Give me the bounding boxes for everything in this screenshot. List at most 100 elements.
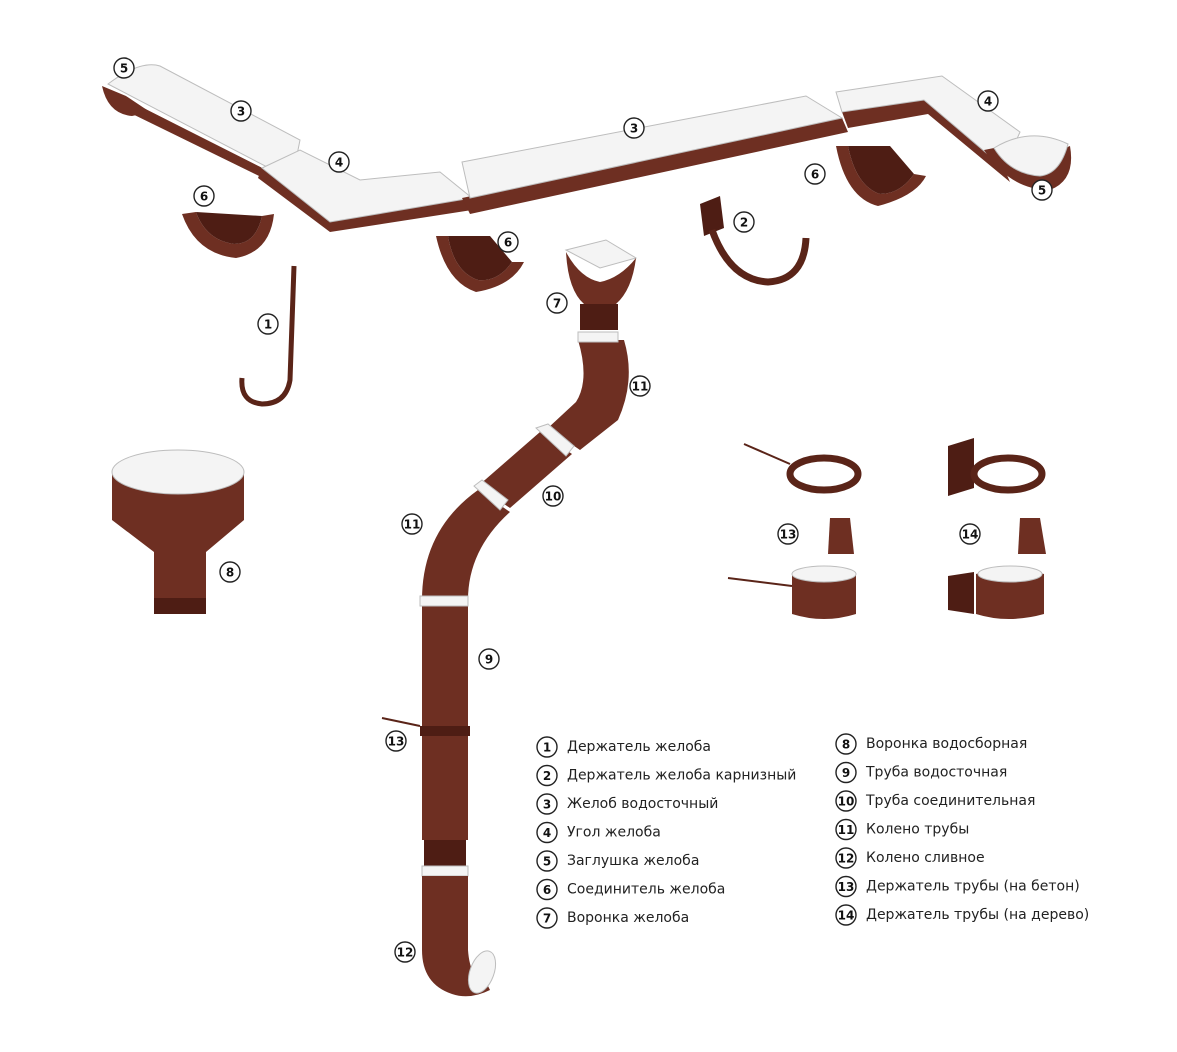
callout-8: 8 (219, 561, 241, 583)
legend-item-1: 1 Держатель желоба (536, 736, 711, 758)
svg-text:3: 3 (630, 122, 638, 136)
svg-text:4: 4 (984, 95, 992, 109)
gutter-funnel (564, 239, 638, 269)
gutter-corner-left (258, 168, 472, 232)
svg-text:Колено трубы: Колено трубы (866, 822, 969, 838)
downpipe-main (422, 600, 468, 840)
svg-text:1: 1 (264, 318, 272, 332)
callout-6: 6 (804, 163, 826, 185)
legend-left: 1 Держатель желоба 2 Держатель желоба карни… (536, 736, 796, 929)
svg-text:12: 12 (838, 852, 855, 866)
svg-text:9: 9 (485, 653, 493, 667)
callout-14: 14 (959, 523, 981, 545)
callout-11: 11 (629, 375, 651, 397)
collector-funnel (111, 449, 245, 614)
legend: 1 Держатель желоба 2 Держатель желоба карни… (536, 733, 1089, 929)
callout-5: 5 (113, 57, 135, 79)
callout-1: 1 (257, 313, 279, 335)
svg-text:Держатель желоба карнизный: Держатель желоба карнизный (567, 768, 796, 784)
svg-text:13: 13 (780, 528, 797, 542)
gutter-end-left (102, 86, 150, 116)
svg-text:13: 13 (838, 880, 855, 894)
gutter-bracket-fascia (700, 196, 810, 286)
legend-item-3: 3 Желоб водосточный (536, 793, 718, 815)
legend-item-2: 2 Держатель желоба карнизный (536, 764, 796, 787)
svg-text:5: 5 (120, 62, 128, 76)
gutter-connectors (182, 146, 926, 292)
svg-text:6: 6 (543, 883, 551, 897)
svg-text:2: 2 (740, 216, 748, 230)
legend-item-12: 12 Колено сливное (835, 847, 985, 869)
pipe-holder-concrete (727, 443, 862, 619)
svg-text:6: 6 (504, 236, 512, 250)
svg-text:Воронка водосборная: Воронка водосборная (866, 736, 1027, 752)
gutter-corner-right (842, 100, 1010, 182)
legend-item-11: 11 Колено трубы (835, 818, 969, 841)
legend-item-13: 13 Держатель трубы (на бетон) (835, 875, 1080, 898)
callout-4: 4 (328, 151, 350, 173)
svg-text:Желоб водосточный: Желоб водосточный (567, 796, 718, 812)
gutter-hook-long (239, 265, 297, 407)
callout-12: 12 (394, 941, 416, 963)
callout-7: 7 (546, 292, 568, 314)
svg-text:7: 7 (553, 297, 561, 311)
callout-4: 4 (977, 90, 999, 112)
svg-text:13: 13 (388, 735, 405, 749)
legend-item-14: 14 Держатель трубы (на дерево) (835, 904, 1089, 926)
svg-text:Угол желоба: Угол желоба (567, 825, 661, 841)
svg-text:3: 3 (237, 105, 245, 119)
gutter-section-left (104, 88, 300, 196)
callout-13: 13 (777, 523, 799, 545)
svg-text:2: 2 (543, 769, 551, 783)
svg-text:8: 8 (226, 566, 234, 580)
svg-text:4: 4 (543, 826, 551, 840)
gutter-section-main (462, 118, 848, 214)
gutter-run (102, 64, 1072, 232)
svg-text:6: 6 (811, 168, 819, 182)
connector-left (182, 212, 274, 258)
svg-text:14: 14 (962, 528, 979, 542)
pipe-holder-wood (948, 438, 1046, 619)
svg-text:9: 9 (842, 766, 850, 780)
legend-item-6: 6 Соединитель желоба (536, 878, 725, 901)
svg-text:Соединитель желоба: Соединитель желоба (567, 882, 725, 898)
svg-text:Труба соединительная: Труба соединительная (865, 793, 1035, 809)
callout-6: 6 (497, 231, 519, 253)
legend-item-10: 10 Труба соединительная (835, 790, 1035, 812)
svg-text:Держатель желоба: Держатель желоба (567, 739, 711, 755)
callout-2: 2 (733, 211, 755, 233)
svg-text:1: 1 (543, 741, 551, 755)
callout-13: 13 (385, 730, 407, 752)
svg-text:11: 11 (838, 823, 855, 837)
callout-9: 9 (478, 648, 500, 670)
svg-text:Заглушка желоба: Заглушка желоба (567, 853, 699, 869)
callout-10: 10 (542, 485, 564, 507)
legend-item-5: 5 Заглушка желоба (536, 850, 699, 872)
connector-center (436, 236, 524, 292)
callout-5: 5 (1031, 179, 1053, 201)
svg-text:10: 10 (838, 795, 855, 809)
svg-text:8: 8 (842, 738, 850, 752)
callout-11: 11 (401, 513, 423, 535)
svg-text:12: 12 (397, 946, 414, 960)
svg-text:7: 7 (543, 912, 551, 926)
gutter-end-right (984, 146, 1072, 190)
svg-text:10: 10 (545, 490, 562, 504)
legend-item-4: 4 Угол желоба (536, 821, 661, 844)
svg-text:Колено сливное: Колено сливное (866, 850, 985, 866)
svg-text:3: 3 (543, 798, 551, 812)
svg-text:Держатель трубы (на дерево): Держатель трубы (на дерево) (866, 907, 1089, 923)
callout-3: 3 (230, 100, 252, 122)
svg-text:Держатель трубы (на бетон): Держатель трубы (на бетон) (866, 879, 1080, 895)
legend-item-8: 8 Воронка водосборная (835, 733, 1027, 755)
svg-text:5: 5 (543, 855, 551, 869)
connector-right (836, 146, 926, 206)
svg-text:14: 14 (838, 909, 855, 923)
downpipe-assembly (381, 239, 638, 997)
svg-text:6: 6 (200, 190, 208, 204)
callout-6: 6 (193, 185, 215, 207)
